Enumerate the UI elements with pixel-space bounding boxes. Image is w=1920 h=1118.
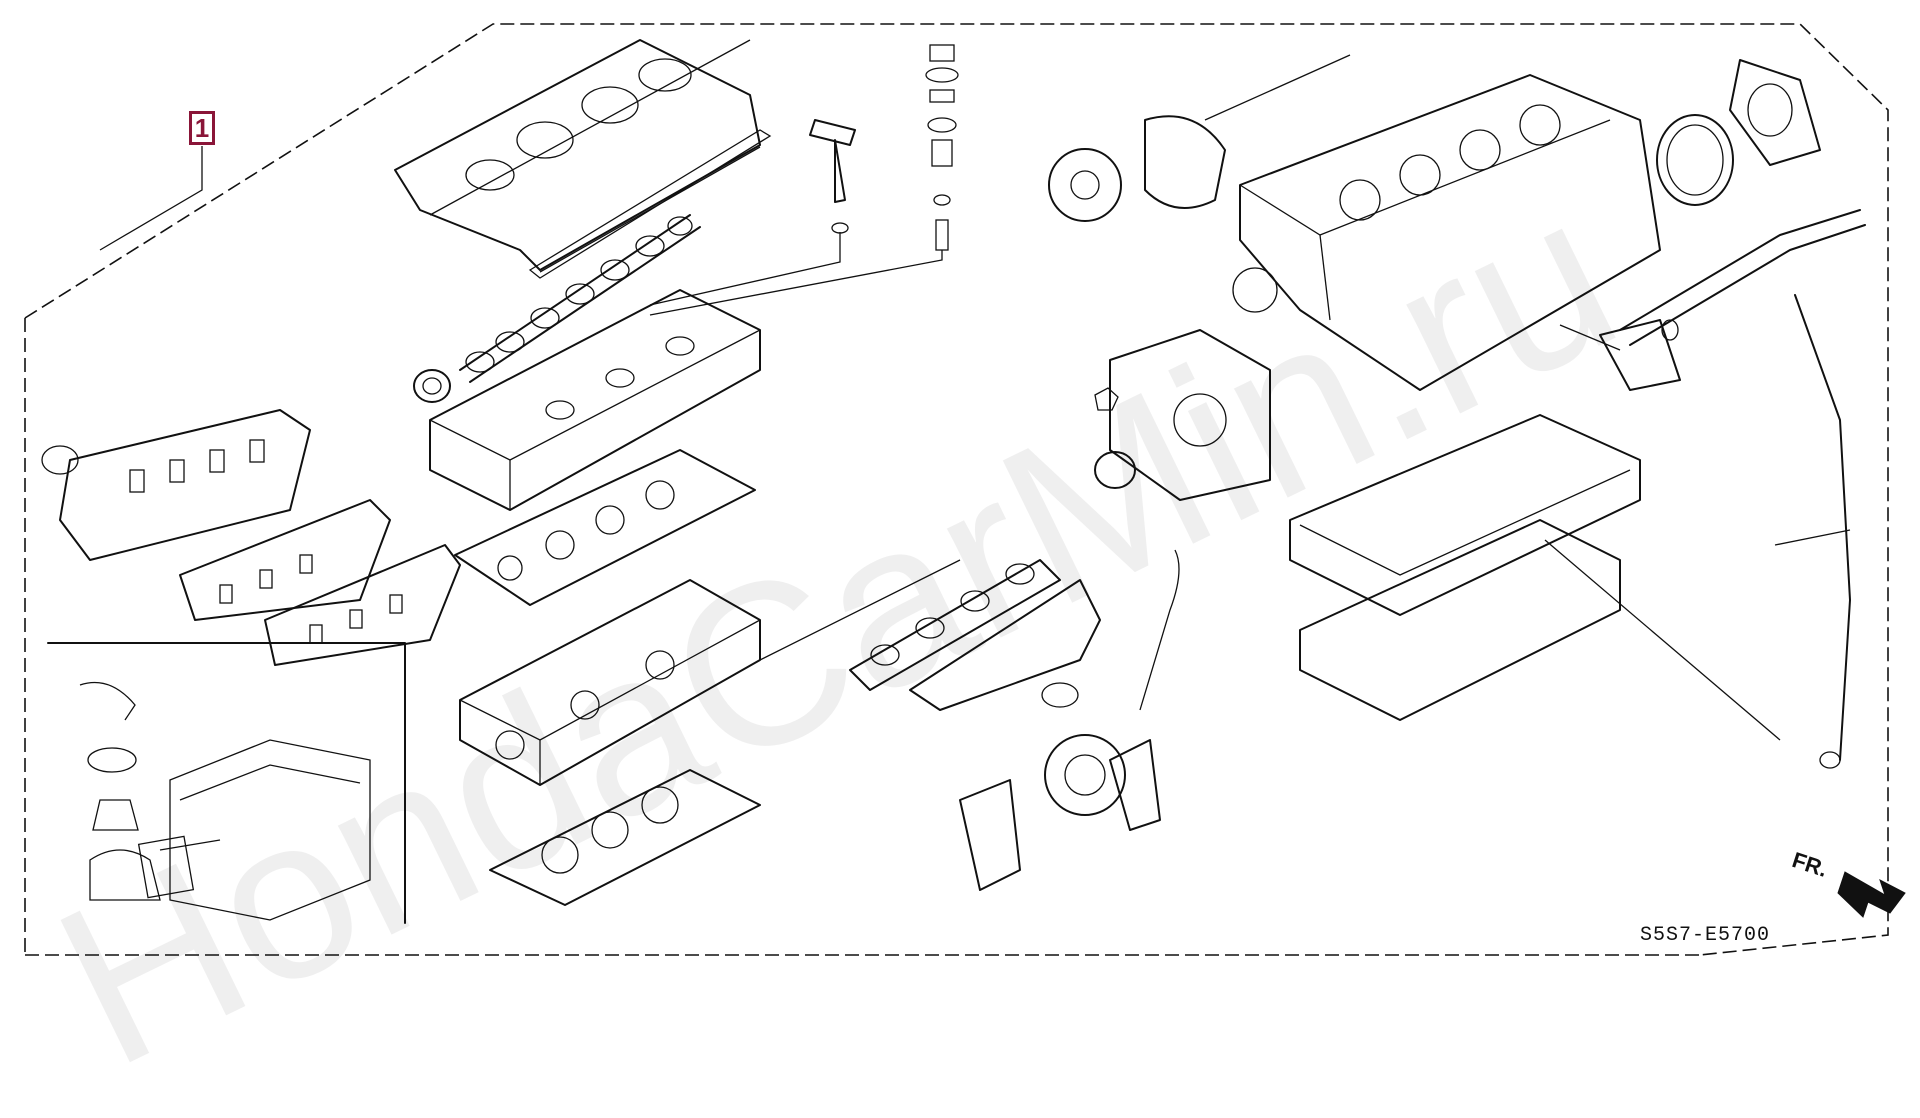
cylinder-block xyxy=(1239,74,1661,391)
cylinder-head-lower xyxy=(459,579,761,786)
kit-boundary xyxy=(24,23,1889,956)
head-gasket-upper xyxy=(454,449,756,606)
head-gasket-lower xyxy=(489,769,761,906)
reference-leader xyxy=(99,146,203,251)
front-cover xyxy=(1094,267,1278,501)
turbocharger xyxy=(959,549,1180,891)
valve-cover xyxy=(394,39,761,273)
valve-cover-gasket xyxy=(528,129,772,279)
parts-diagram: HondaCarMin.ru xyxy=(22,23,1906,1115)
diagram-drawing xyxy=(24,23,1906,956)
fuel-injector xyxy=(649,119,856,306)
oil-pan xyxy=(1289,414,1781,741)
water-pump xyxy=(1048,54,1351,222)
exhaust-manifold xyxy=(759,559,1101,711)
front-direction-arrow xyxy=(1837,871,1906,918)
oil-pipe xyxy=(1599,209,1866,391)
oil-dipstick xyxy=(1774,294,1851,769)
intake-gaskets xyxy=(179,499,461,666)
diagram-code: S5S7-E5700 xyxy=(1640,924,1771,947)
rear-oil-seal xyxy=(1656,59,1821,206)
cylinder-head xyxy=(429,289,761,511)
valve-stem-parts xyxy=(649,44,959,316)
intake-manifold xyxy=(41,409,311,561)
reference-number-1[interactable]: 1 xyxy=(189,111,215,145)
camshaft-oil-seal xyxy=(413,369,451,403)
inset-panel xyxy=(47,642,406,924)
camshaft xyxy=(459,214,701,383)
